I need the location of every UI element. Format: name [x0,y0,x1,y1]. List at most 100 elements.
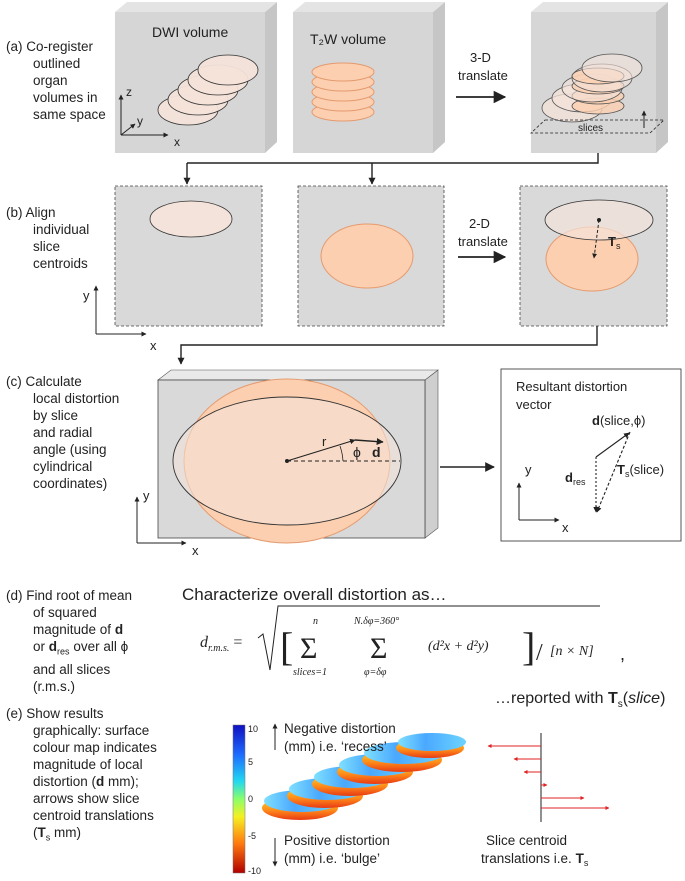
step-d-line: and all slices [33,661,111,677]
step-e-line: magnitude of local [33,757,143,772]
step-c-line: angle (using [33,442,107,457]
slice-axis-x-label: x [150,338,157,353]
resultant-axis-x-label: x [562,520,569,535]
colorbar-tick-label: 10 [248,724,258,734]
distortion-axis-y-label: y [143,488,150,503]
step-e-line: centroid translations [33,808,154,823]
formula-slash: / [536,640,543,666]
colorbar-tick-label: -10 [248,866,261,876]
slices-label: slices [578,123,603,134]
coregistered-slices [541,53,643,123]
step-e-mm-text: mm); [108,774,139,789]
centroid-translation-plot [487,733,610,822]
resultant-axes [516,482,560,523]
resultant-ts-vector [596,431,631,513]
angle-arc [339,445,344,462]
step-b-text: (b) Align individual slice centroids [6,204,89,272]
dwi-slice-outline [149,200,233,238]
sum1-bottom: slices=1 [293,667,327,678]
surface-colour-map [262,733,466,820]
step-c-line: and radial [33,425,93,440]
step-e-line: distortion (d mm); [6,773,157,790]
axis-x-label: x [174,135,180,149]
resultant-d-vector [595,432,630,458]
step-d-text: (d) Find root of mean of squared magnitu… [6,587,132,695]
step-d-or-text: or [33,639,46,654]
step-a-line: (a) Co-register [6,39,94,54]
d-label: d [372,444,381,460]
centroid-legend-label: translations i.e. Ts [481,851,589,868]
step-d-magnitude-text: magnitude of [33,622,112,637]
distortion-axis-x-label: x [192,543,199,558]
formula-lhs: dr.m.s. = [200,634,242,654]
step-a-line: organ [33,73,68,88]
resultant-title: vector [516,397,552,412]
step-c-text: (c) Calculate local distortion by slice … [6,373,119,492]
formula-divisor: [n × N] [550,644,594,659]
step-e-line: (e) Show results [6,706,104,721]
formula-comma: , [620,644,625,664]
centroid-legend-label: Slice centroid [486,833,567,848]
formula-heading: Characterize overall distortion as… [182,585,447,604]
step-c-line: by slice [33,408,79,423]
colorbar-tick-label: 0 [248,794,253,804]
step-d-dres-symbol: d [48,639,58,654]
step-e-text: (e) Show results graphically: surface co… [6,705,157,847]
step-a-line: volumes in [33,90,98,105]
step-e-line: graphically: surface [33,723,150,738]
centroid-translation-vector [592,219,600,259]
step-e-ts-sub: s [45,832,51,843]
colorbar-tick-label: 5 [248,757,253,767]
translate-3d-label: translate [458,68,508,83]
step-c-line: local distortion [33,391,120,406]
reported-with-text: …reported with Ts(slice) [495,690,665,710]
step-e-mm2-text: mm) [54,825,82,840]
resultant-axis-y-label: y [525,462,532,477]
step-e-line: colour map indicates [33,740,157,755]
volume-axes [118,94,169,138]
formula-bracket-close: ] [522,624,535,669]
step-b-line: individual [33,222,90,237]
slice-axis-y-label: y [83,288,90,303]
step-e-paren: ( [33,825,38,840]
sum2-top: N.δφ=360° [353,616,399,627]
step-d-line: of squared [33,605,97,620]
step-a-line: same space [33,107,106,122]
t2w-volume-label: T₂W volume [310,31,386,47]
step-c-line: cylindrical [33,459,93,474]
step-d-line: (d) Find root of mean [6,588,133,603]
resultant-ts-label: Ts(slice) [617,462,664,479]
step-d-line: or dres over all ϕ [6,638,132,661]
negative-distortion-label: Negative distortion [284,721,396,736]
step-a-line: outlined [33,56,81,71]
connector-b-to-c [177,326,598,365]
distortion-vector [354,438,384,446]
resultant-d-label: d(slice,ϕ) [592,413,646,428]
r-label: r [322,434,327,449]
step-c-line: (c) Calculate [6,374,82,389]
connector-a-to-b [183,153,599,185]
sum2-bottom: φ=δφ [364,667,387,678]
resultant-dres-label: dres [565,470,586,487]
axis-y-label: y [137,114,143,128]
step-d-line: magnitude of d [6,621,132,638]
dwi-volume-label: DWI volume [152,24,228,40]
sum1-sigma: Σ [300,632,317,665]
slice-axes [93,285,147,337]
axis-z-label: z [126,85,132,99]
step-e-ts-symbol: T [37,825,46,840]
step-d-d-symbol: d [114,622,124,637]
step-c-line: coordinates) [33,476,108,491]
step-d-line: (r.m.s.) [33,678,75,694]
resultant-vector-box [500,368,682,542]
step-e-distortion-text: distortion ( [33,774,97,789]
formula-term: (d²x + d²y) [428,639,489,654]
step-e-line: (Ts mm) [6,824,157,847]
step-d-over-text: over all ϕ [73,639,129,654]
positive-distortion-label: (mm) i.e. ‘bulge’ [284,851,380,866]
dwi-slices [157,54,259,126]
step-e-line: arrows show slice [33,791,140,806]
translate-2d-label: 2-D [469,216,490,231]
sqrt-sign [257,605,600,671]
step-d-dres-sub: res [57,646,70,657]
